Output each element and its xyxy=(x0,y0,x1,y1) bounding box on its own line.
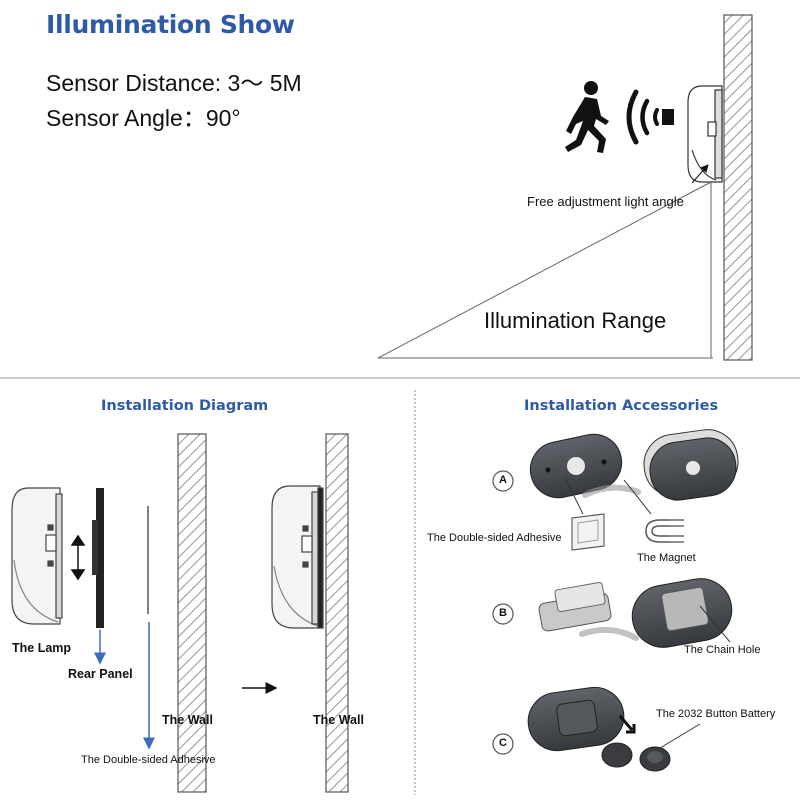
mount-base-a xyxy=(529,433,623,499)
walking-person-icon xyxy=(565,81,609,153)
illumination-range-triangle xyxy=(377,181,713,359)
battery-compartment xyxy=(527,686,625,752)
rear-panel-label: Rear Panel xyxy=(68,667,133,681)
adhesive-pad xyxy=(571,513,605,551)
chain-hole-pointer xyxy=(699,605,731,643)
sensor-distance-text: Sensor Distance: 3～ 5M xyxy=(46,70,302,96)
battery-label: The 2032 Button Battery xyxy=(656,708,776,720)
adjust-pointer-arrow xyxy=(691,164,709,184)
accessory-adhesive-label: The Double-sided Adhesive xyxy=(427,532,562,544)
install-lamp xyxy=(11,487,63,625)
step-b-badge xyxy=(492,603,514,625)
magnet-pointer xyxy=(623,479,652,515)
page-title: Illumination Show xyxy=(46,10,295,39)
battery-pointer xyxy=(659,723,701,749)
install-wall-1 xyxy=(177,433,207,793)
magnet-icon xyxy=(645,519,684,543)
chain-hole-label: The Chain Hole xyxy=(684,644,761,656)
step-c-letter: C xyxy=(499,737,507,749)
wall-label-1: The Wall xyxy=(162,713,213,727)
wall-label-2: The Wall xyxy=(313,713,364,727)
lamp-label: The Lamp xyxy=(12,641,72,655)
installation-diagram-title: Installation Diagram xyxy=(101,398,269,414)
installation-accessories-title: Installation Accessories xyxy=(524,398,719,414)
step-a-curve-arrow xyxy=(582,484,641,498)
installed-lamp xyxy=(271,485,324,629)
rear-panel xyxy=(92,488,104,628)
top-lamp xyxy=(687,85,723,183)
step-a-letter: A xyxy=(499,474,507,486)
install-wall-2 xyxy=(325,433,349,793)
step-b-curve-arrow xyxy=(579,626,639,641)
sensor-angle-text: Sensor Angle：90° xyxy=(46,105,241,131)
button-battery-icon xyxy=(601,742,671,772)
lamp-back-a xyxy=(643,429,739,501)
magnet-label: The Magnet xyxy=(637,552,696,564)
adjust-double-arrow xyxy=(70,534,86,581)
chain-clip xyxy=(538,581,612,632)
battery-arrow xyxy=(618,715,636,734)
illumination-range-label: Illumination Range xyxy=(484,308,667,333)
lamp-back-b xyxy=(631,578,733,648)
top-wall xyxy=(723,14,753,361)
sensor-wave-icon xyxy=(626,89,674,145)
step-b-letter: B xyxy=(499,607,507,619)
adhesive-pointer xyxy=(564,477,584,515)
adhesive-label: The Double-sided Adhesive xyxy=(81,754,216,766)
adjust-angle-label: Free adjustment light angle xyxy=(527,194,684,209)
step-a-badge xyxy=(492,470,514,492)
step-c-badge xyxy=(492,733,514,755)
